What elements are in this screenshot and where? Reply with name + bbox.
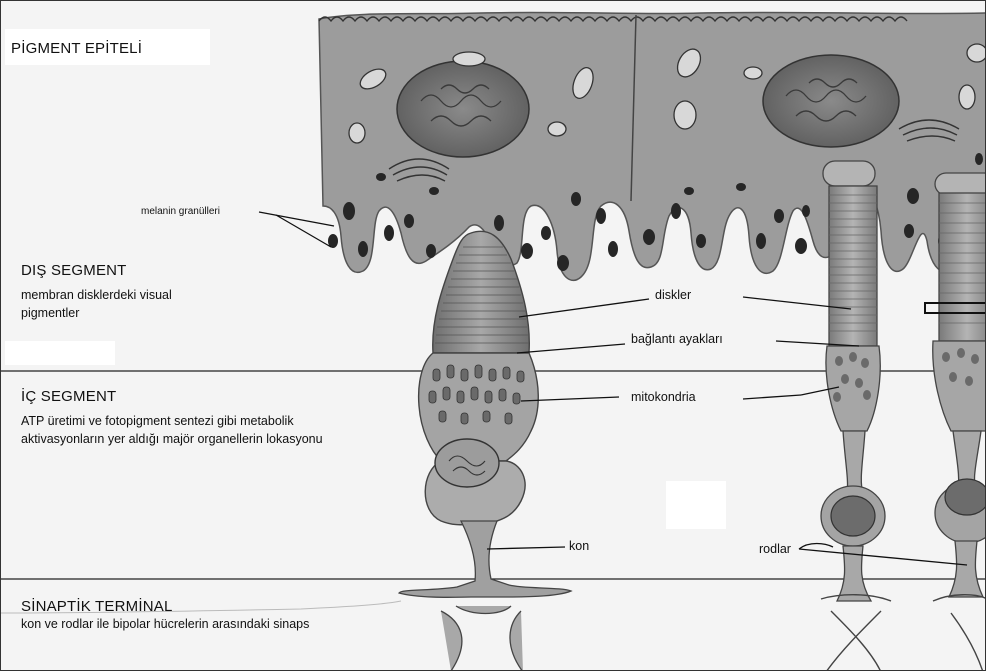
label-mitochondria: mitokondria (629, 390, 698, 404)
epithelial-nucleus (397, 61, 529, 157)
label-rods: rodlar (759, 542, 791, 556)
label-cone: kon (567, 539, 591, 553)
section-title-outer-segment: DIŞ SEGMENT (21, 262, 127, 279)
section-desc-inner-segment: ATP üretimi ve fotopigment sentezi gibi … (21, 412, 371, 448)
section-title-synaptic-terminal: SİNAPTİK TERMİNAL (21, 598, 173, 615)
rod-cell-1 (821, 161, 891, 671)
section-desc-outer-segment: membran disklerdeki visual pigmentler (21, 286, 201, 322)
label-discs: diskler (653, 288, 693, 302)
cone-axon (399, 521, 571, 597)
rod-nucleus (831, 496, 875, 536)
section-desc-synaptic-terminal: kon ve rodlar ile bipolar hücrelerin ara… (21, 615, 441, 633)
label-patch (5, 341, 115, 365)
cone-cell (399, 231, 571, 671)
label-melanin-granules: melanin granülleri (141, 206, 220, 217)
epithelial-nucleus (763, 55, 899, 147)
section-title-inner-segment: İÇ SEGMENT (21, 388, 116, 405)
label-patch (666, 481, 726, 529)
cone-nucleus (435, 439, 499, 487)
label-connecting-cilia: bağlantı ayakları (629, 332, 725, 346)
section-title-pigment-epithelium: PİGMENT EPİTELİ (11, 40, 142, 57)
rod-outer-segment (829, 186, 877, 346)
